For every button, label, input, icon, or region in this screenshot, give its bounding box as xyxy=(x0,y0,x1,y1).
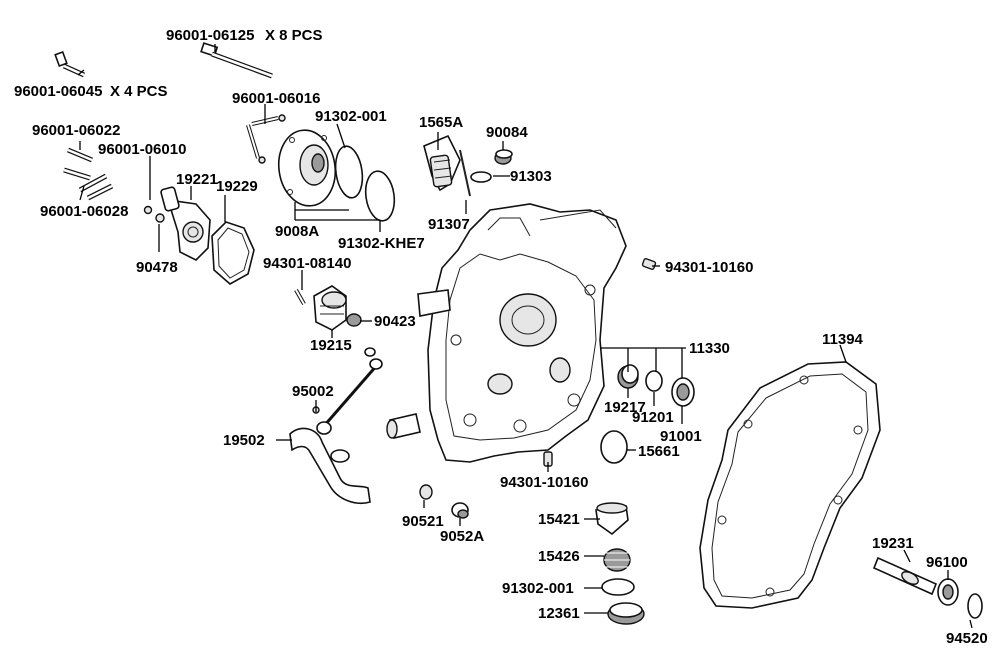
label-91302-001-bottom: 91302-001 xyxy=(502,580,574,597)
label-94301-10160-top: 94301-10160 xyxy=(665,259,753,276)
label-15661: 15661 xyxy=(638,443,680,460)
label-96001-06028: 96001-06028 xyxy=(40,203,128,220)
label-19229: 19229 xyxy=(216,178,258,195)
part-labels: 96001-06125 X 8 PCS 96001-06045 X 4 PCS … xyxy=(14,27,988,647)
o-ring-91302-001 xyxy=(334,145,364,199)
part-90521 xyxy=(419,484,433,500)
label-9052A: 9052A xyxy=(440,528,484,545)
label-19215: 19215 xyxy=(310,337,352,354)
label-96001-06010: 96001-06010 xyxy=(98,141,186,158)
pin-94301-08140 xyxy=(294,289,306,305)
label-90478: 90478 xyxy=(136,259,178,276)
part-9052A xyxy=(451,502,469,519)
label-91302-001-top: 91302-001 xyxy=(315,108,387,125)
label-90084: 90084 xyxy=(486,124,528,141)
label-96001-06022: 96001-06022 xyxy=(32,122,120,139)
label-94301-08140: 94301-08140 xyxy=(263,255,351,272)
bolt-06045-part xyxy=(54,50,86,78)
gasket-19229-part xyxy=(211,221,255,285)
label-19231: 19231 xyxy=(872,535,914,552)
circlip-94520 xyxy=(967,593,983,619)
shaft-19231-part xyxy=(872,556,938,596)
label-x-4-pcs: X 4 PCS xyxy=(110,83,168,100)
bearing-91001-part xyxy=(671,377,695,407)
cap-15421-part xyxy=(595,502,629,536)
leader-lines xyxy=(77,44,973,629)
label-91001: 91001 xyxy=(660,428,702,445)
plug-90084-part xyxy=(494,149,513,165)
label-91302-khe7: 91302-KHE7 xyxy=(338,235,425,252)
o-ring-91303 xyxy=(470,171,492,183)
label-11330: 11330 xyxy=(689,340,730,357)
label-94301-10160-bottom: 94301-10160 xyxy=(500,474,588,491)
label-96001-06016: 96001-06016 xyxy=(232,90,320,107)
hose-19502-part xyxy=(289,413,421,504)
pin-94301-10160-top xyxy=(641,258,657,270)
label-91307: 91307 xyxy=(428,216,470,233)
clip-95002-part xyxy=(312,347,383,463)
spring-15426-part xyxy=(603,548,631,572)
label-96100: 96100 xyxy=(926,554,968,571)
label-9008A: 9008A xyxy=(275,223,319,240)
long-bolt-part xyxy=(200,42,273,79)
small-bolts-left xyxy=(63,147,165,223)
water-pump-housing-part xyxy=(160,186,211,261)
label-11394: 11394 xyxy=(822,331,864,348)
label-94520: 94520 xyxy=(946,630,988,647)
bearing-19217-part xyxy=(617,364,639,389)
label-90521: 90521 xyxy=(402,513,444,530)
label-15426: 15426 xyxy=(538,548,580,565)
label-15421: 15421 xyxy=(538,511,580,528)
o-ring-91302-001-bottom xyxy=(601,578,635,596)
right-crankcase-cover xyxy=(417,203,627,463)
label-19217: 19217 xyxy=(604,399,646,416)
thermostat-part xyxy=(423,134,471,197)
label-x-8-pcs: X 8 PCS xyxy=(265,27,323,44)
impeller-19215-part xyxy=(313,285,347,331)
label-96001-06125: 96001-06125 xyxy=(166,27,254,44)
seal-90423 xyxy=(346,313,362,327)
label-19221: 19221 xyxy=(176,171,218,188)
bearing-96100-part xyxy=(937,578,959,606)
label-19502: 19502 xyxy=(223,432,265,449)
label-96001-06045: 96001-06045 xyxy=(14,83,102,100)
label-12361: 12361 xyxy=(538,605,580,622)
label-91303: 91303 xyxy=(510,168,552,185)
label-1565A: 1565A xyxy=(419,114,463,131)
label-90423: 90423 xyxy=(374,313,416,330)
gasket-11394-part xyxy=(699,361,881,609)
water-pump-cover-part xyxy=(277,129,337,207)
o-ring-15661 xyxy=(600,430,628,464)
label-91201: 91201 xyxy=(632,409,674,426)
label-95002: 95002 xyxy=(292,383,334,400)
oil-seal-91201 xyxy=(645,370,663,392)
strainer-12361-part xyxy=(607,602,645,625)
o-ring-91302-khe7 xyxy=(364,170,396,222)
